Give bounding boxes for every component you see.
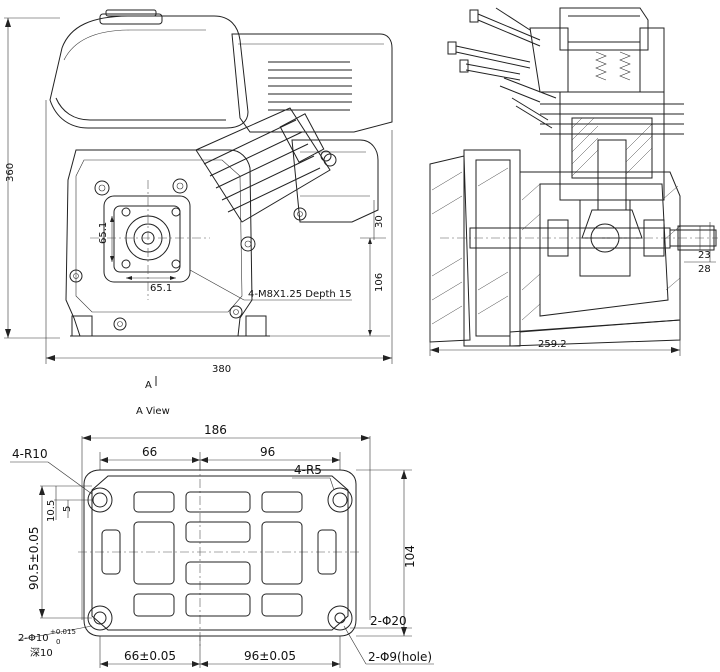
dim-106-label: 106 — [374, 273, 385, 292]
dim-90-5-label: 90.5±0.05 — [27, 527, 41, 591]
dim-30: 30 — [360, 200, 386, 240]
thread-note-label: 4-M8X1.25 Depth 15 — [248, 289, 352, 300]
bolts — [69, 150, 332, 331]
dim-10-5-label: 10.5 — [46, 500, 57, 522]
dim-104-label: 104 — [403, 545, 417, 568]
dim-28-label: 28 — [698, 264, 711, 275]
dim-66-label: 66 — [142, 445, 157, 459]
front-view: 360 — [4, 9, 393, 375]
dim-5-label: 5 — [62, 506, 73, 512]
hole-20-label: 2-Φ20 — [370, 614, 407, 628]
crankshaft — [440, 219, 718, 257]
dim-65-1-horizontal: 65.1 — [150, 283, 172, 294]
dim-106: 106 — [270, 238, 390, 337]
dim-360-label: 360 — [5, 163, 16, 182]
pin-depth-label: 深10 — [30, 647, 53, 659]
dim-96-label: 96 — [260, 445, 275, 459]
hole-9-label: 2-Φ9(hole) — [368, 650, 432, 664]
dim-height-360: 360 — [4, 17, 60, 339]
dim-186-label: 186 — [204, 423, 227, 437]
dim-flange: 65.1 65.1 — [98, 216, 176, 294]
crank-hatch — [521, 183, 681, 321]
filter-vents — [268, 61, 352, 111]
intake-rods — [447, 7, 557, 129]
flywheel-hatch — [431, 167, 509, 325]
flange-square — [90, 180, 210, 300]
base-view: 186 66 96 — [10, 423, 434, 668]
side-fins — [540, 103, 684, 135]
slot-radius-label: 4-R5 — [294, 463, 322, 477]
thread-callout: 4-M8X1.25 Depth 15 — [189, 269, 352, 301]
view-marker: A A View — [136, 376, 170, 417]
cylinder-fins — [195, 107, 331, 223]
dim-23-label: 23 — [698, 250, 711, 261]
dim-width-380: 380 — [45, 100, 393, 375]
dim-259-label: 259.2 — [538, 339, 567, 350]
corner-radius-label: 4-R10 — [12, 447, 48, 461]
pin-tol-upper: +0.015 — [50, 628, 76, 636]
base-holes — [87, 487, 353, 631]
dim-259: 259.2 — [429, 300, 681, 356]
dim-65-1-vertical: 65.1 — [98, 222, 109, 244]
dim-380-label: 380 — [212, 364, 231, 375]
pin-tol-lower: 0 — [56, 638, 60, 646]
dim-shaft: 23 28 — [684, 222, 716, 275]
pos-right-label: 96±0.05 — [244, 649, 296, 663]
piston-hatch — [571, 117, 653, 177]
base-pockets — [101, 491, 337, 617]
view-letter: A — [145, 380, 152, 391]
pin-dia-label: 2-Φ10 — [18, 633, 49, 644]
dim-30-label: 30 — [374, 215, 385, 228]
side-section-view: 23 28 259.2 — [429, 7, 718, 356]
valve-springs — [595, 51, 631, 81]
pos-left-label: 66±0.05 — [124, 649, 176, 663]
view-caption: A View — [136, 406, 170, 417]
